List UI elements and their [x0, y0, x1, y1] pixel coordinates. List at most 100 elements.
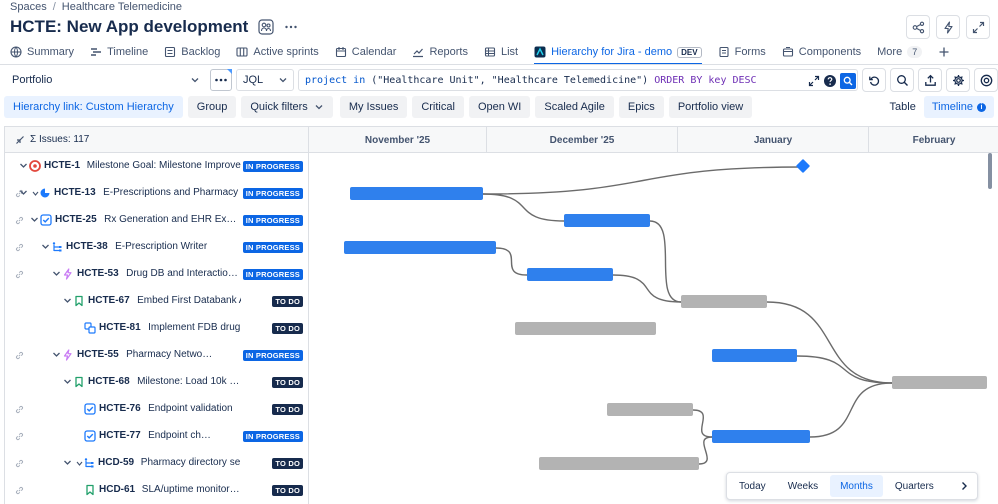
zoom-weeks[interactable]: Weeks	[787, 480, 819, 492]
filter-chip-portfolio-view[interactable]: Portfolio view	[668, 96, 753, 118]
group-button[interactable]: Group	[187, 96, 237, 118]
zoom-months[interactable]: Months	[830, 475, 883, 497]
more-actions-icon[interactable]	[284, 20, 298, 34]
issue-summary[interactable]: SLA/uptime monitor…	[141, 484, 240, 495]
status-badge[interactable]: IN PROGRESS	[242, 161, 303, 172]
status-badge[interactable]: IN PROGRESS	[242, 350, 303, 361]
filter-chip-my-issues[interactable]: My Issues	[339, 96, 408, 118]
zoom-next-button[interactable]	[953, 475, 975, 497]
status-badge[interactable]: TO DO	[272, 323, 303, 334]
tab-timeline[interactable]: Timeline	[90, 42, 148, 62]
filter-chip-critical[interactable]: Critical	[412, 96, 464, 118]
issue-summary[interactable]: Implement FDB drug lo…	[148, 322, 241, 333]
status-badge[interactable]: TO DO	[272, 485, 303, 496]
status-badge[interactable]: IN PROGRESS	[242, 431, 303, 442]
timeline-bar[interactable]	[527, 268, 613, 281]
status-badge[interactable]: TO DO	[272, 404, 303, 415]
tree-row[interactable]: HCTE-1 Milestone Goal: Milestone Improve……	[5, 153, 308, 180]
breadcrumb-spaces[interactable]: Spaces	[10, 1, 47, 13]
issue-key[interactable]: HCD-59	[98, 457, 135, 468]
status-badge[interactable]: IN PROGRESS	[242, 242, 303, 253]
tree-row[interactable]: HCD-61 SLA/uptime monitor… TO DO	[5, 477, 308, 504]
issue-key[interactable]: HCTE-67	[88, 295, 130, 306]
pane-divider[interactable]	[308, 127, 309, 504]
tab-reports[interactable]: Reports	[412, 42, 468, 62]
fullscreen-button[interactable]	[966, 15, 990, 39]
chevron-down-icon[interactable]	[19, 188, 28, 200]
timeline-bar[interactable]	[712, 430, 810, 443]
chevron-down-icon[interactable]	[63, 377, 72, 389]
timeline-bar[interactable]	[344, 241, 496, 254]
settings-button[interactable]	[946, 68, 970, 92]
tree-row[interactable]: HCTE-81 Implement FDB drug lo… TO DO	[5, 315, 308, 342]
issue-key[interactable]: HCTE-1	[44, 160, 81, 171]
issue-summary[interactable]: E-Prescription Writer	[115, 241, 208, 252]
tab-forms[interactable]: Forms	[718, 42, 766, 62]
tab-summary[interactable]: Summary	[10, 42, 74, 62]
issue-key[interactable]: HCTE-55	[77, 349, 119, 360]
help-icon[interactable]	[823, 74, 837, 88]
collapse-all-icon[interactable]	[15, 135, 25, 145]
chevron-down-icon[interactable]	[52, 350, 61, 362]
issue-key[interactable]: HCD-61	[99, 484, 136, 495]
timeline-bar[interactable]	[515, 322, 656, 335]
expand-query-icon[interactable]	[808, 75, 820, 87]
quick-filters-dropdown[interactable]: Quick filters	[241, 96, 333, 118]
issue-key[interactable]: HCTE-53	[77, 268, 119, 279]
link-icon[interactable]	[15, 405, 24, 417]
search-button[interactable]	[890, 68, 914, 92]
zoom-quarters[interactable]: Quarters	[894, 480, 934, 492]
jql-query-input[interactable]: project in ("Healthcare Unit", "Healthca…	[298, 69, 858, 91]
timeline-view-button[interactable]: Timeline i	[923, 96, 994, 118]
tab-components[interactable]: Components	[782, 42, 861, 62]
issue-key[interactable]: HCTE-38	[66, 241, 108, 252]
chevron-down-icon[interactable]	[52, 269, 61, 281]
timeline-bar[interactable]	[892, 376, 987, 389]
filter-chip-scaled-agile[interactable]: Scaled Agile	[535, 96, 614, 118]
issue-key[interactable]: HCTE-13	[54, 187, 96, 198]
issue-summary[interactable]: Endpoint ch…	[148, 430, 211, 441]
tree-row[interactable]: HCTE-38 E-Prescription Writer IN PROGRESS	[5, 234, 308, 261]
tree-row[interactable]: HCTE-55 Pharmacy Netwo… IN PROGRESS	[5, 342, 308, 369]
tab-calendar[interactable]: Calendar	[335, 42, 396, 62]
timeline-bar[interactable]	[564, 214, 650, 227]
tree-row[interactable]: HCTE-76 Endpoint validation TO DO	[5, 396, 308, 423]
hierarchy-link-button[interactable]: Hierarchy link: Custom Hierarchy	[4, 96, 183, 118]
issue-summary[interactable]: Drug DB and Interactio…	[126, 268, 238, 279]
vertical-scrollbar[interactable]	[988, 153, 992, 189]
tab-list[interactable]: List	[484, 42, 518, 62]
issue-summary[interactable]: Milestone Goal: Milestone Improve…	[86, 160, 241, 171]
query-mode-select[interactable]: JQL	[236, 69, 294, 91]
team-icon[interactable]	[258, 19, 274, 35]
issue-key[interactable]: HCTE-81	[99, 322, 141, 333]
portfolio-select[interactable]: Portfolio	[4, 68, 206, 92]
issue-key[interactable]: HCTE-76	[99, 403, 141, 414]
issue-key[interactable]: HCTE-77	[99, 430, 141, 441]
timeline-bar[interactable]	[350, 187, 483, 200]
status-badge[interactable]: IN PROGRESS	[242, 215, 303, 226]
tab-backlog[interactable]: Backlog	[164, 42, 220, 62]
reset-button[interactable]	[862, 68, 886, 92]
issue-summary[interactable]: Rx Generation and EHR Ex…	[104, 214, 237, 225]
issue-key[interactable]: HCTE-25	[55, 214, 97, 225]
link-icon[interactable]	[15, 270, 24, 282]
table-view-button[interactable]: Table	[889, 101, 916, 113]
timeline-bar[interactable]	[607, 403, 693, 416]
tree-row[interactable]: HCTE-25 Rx Generation and EHR Ex… IN PROGR…	[5, 207, 308, 234]
link-icon[interactable]	[15, 243, 24, 255]
timeline-bar[interactable]	[539, 457, 699, 470]
issue-summary[interactable]: Endpoint validation	[148, 403, 233, 414]
link-icon[interactable]	[15, 486, 24, 498]
status-badge[interactable]: IN PROGRESS	[242, 188, 303, 199]
status-badge[interactable]: TO DO	[272, 377, 303, 388]
breadcrumb-project[interactable]: Healthcare Telemedicine	[61, 1, 183, 13]
issue-summary[interactable]: Embed First Databank API	[137, 295, 241, 306]
status-badge[interactable]: TO DO	[272, 458, 303, 469]
issue-summary[interactable]: Pharmacy Netwo…	[126, 349, 213, 360]
